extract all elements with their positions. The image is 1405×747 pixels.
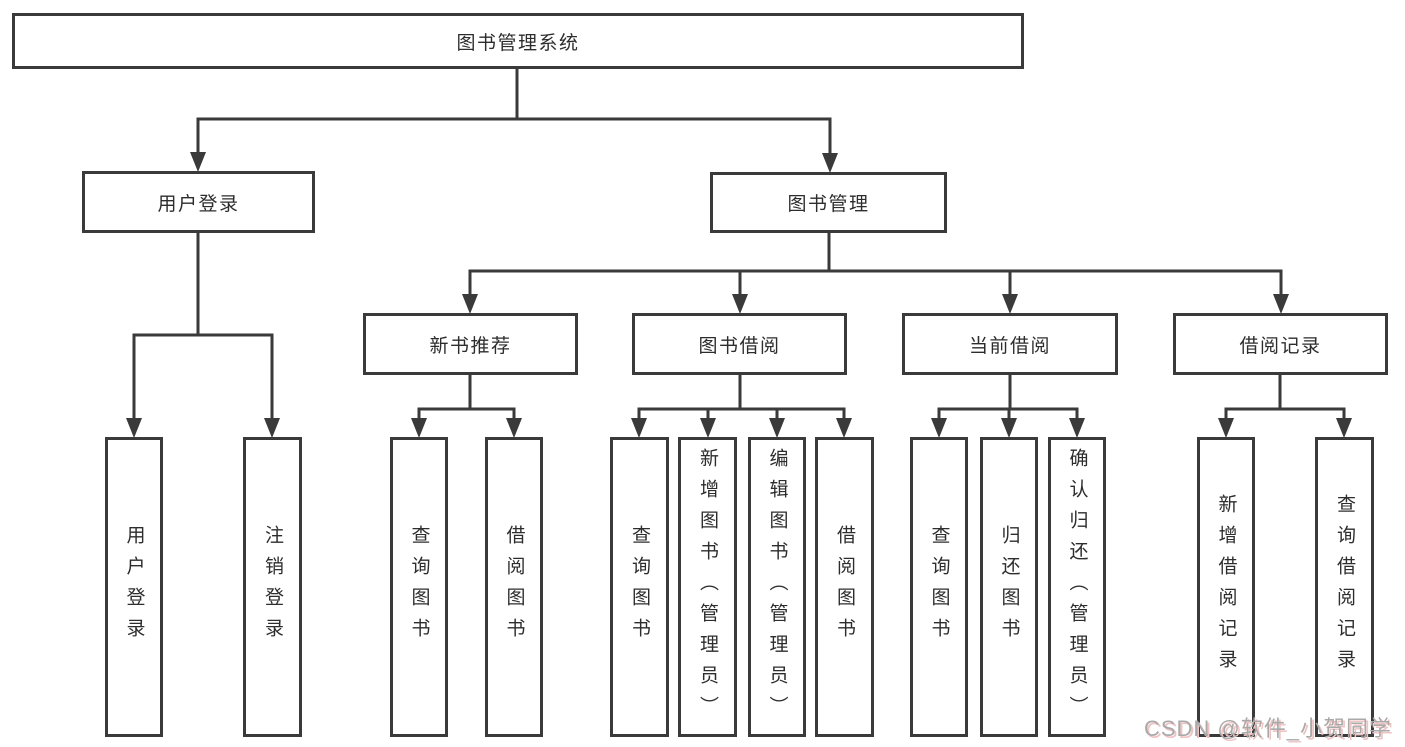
node-label: 编辑图书（管理员） xyxy=(766,447,788,727)
node-leaf-query-books-2: 查询图书 xyxy=(610,437,669,737)
node-label: 新增图书（管理员） xyxy=(697,447,718,727)
node-label: 新增借阅记录 xyxy=(1215,494,1237,680)
node-leaf-add-borrow-record: 新增借阅记录 xyxy=(1197,437,1255,737)
node-new-book-recommend: 新书推荐 xyxy=(363,313,578,375)
node-label: 借阅记录 xyxy=(1239,335,1322,357)
node-label: 归还图书 xyxy=(998,525,1020,649)
node-label: 借阅图书 xyxy=(834,525,855,649)
node-label: 确认归还（管理员） xyxy=(1066,447,1088,727)
node-leaf-edit-books-admin: 编辑图书（管理员） xyxy=(748,437,806,737)
arrowheads xyxy=(126,152,1352,438)
node-label: 查询图书 xyxy=(629,525,650,649)
node-leaf-borrow-books-1: 借阅图书 xyxy=(485,437,543,737)
node-library-management-system: 图书管理系统 xyxy=(12,13,1024,69)
node-leaf-user-login: 用户登录 xyxy=(105,437,163,737)
node-label: 用户登录 xyxy=(157,193,240,215)
node-leaf-return-books: 归还图书 xyxy=(980,437,1038,737)
node-label: 用户登录 xyxy=(123,525,145,649)
node-leaf-query-books-3: 查询图书 xyxy=(910,437,968,737)
node-leaf-query-books-1: 查询图书 xyxy=(390,437,448,737)
node-book-borrow: 图书借阅 xyxy=(632,313,847,375)
node-current-borrow: 当前借阅 xyxy=(902,313,1118,375)
node-user-login: 用户登录 xyxy=(82,171,315,233)
node-borrow-records: 借阅记录 xyxy=(1173,313,1388,375)
node-label: 图书管理 xyxy=(787,194,870,215)
node-label: 新书推荐 xyxy=(429,335,512,357)
node-label: 查询图书 xyxy=(408,525,430,649)
node-leaf-query-borrow-record: 查询借阅记录 xyxy=(1315,437,1374,737)
node-label: 查询借阅记录 xyxy=(1334,494,1355,680)
node-leaf-add-books-admin: 新增图书（管理员） xyxy=(678,437,737,737)
node-label: 查询图书 xyxy=(928,525,950,649)
node-label: 图书管理系统 xyxy=(456,32,580,54)
node-label: 注销登录 xyxy=(262,525,283,649)
node-leaf-borrow-books-2: 借阅图书 xyxy=(815,437,874,737)
node-label: 图书借阅 xyxy=(698,335,781,357)
csdn-watermark: CSDN @软件_小贺同学 xyxy=(1143,716,1392,741)
node-leaf-logout: 注销登录 xyxy=(243,437,302,737)
node-book-management: 图书管理 xyxy=(710,172,947,233)
node-label: 借阅图书 xyxy=(503,525,525,649)
node-label: 当前借阅 xyxy=(968,335,1051,357)
node-leaf-confirm-return-admin: 确认归还（管理员） xyxy=(1048,437,1106,737)
